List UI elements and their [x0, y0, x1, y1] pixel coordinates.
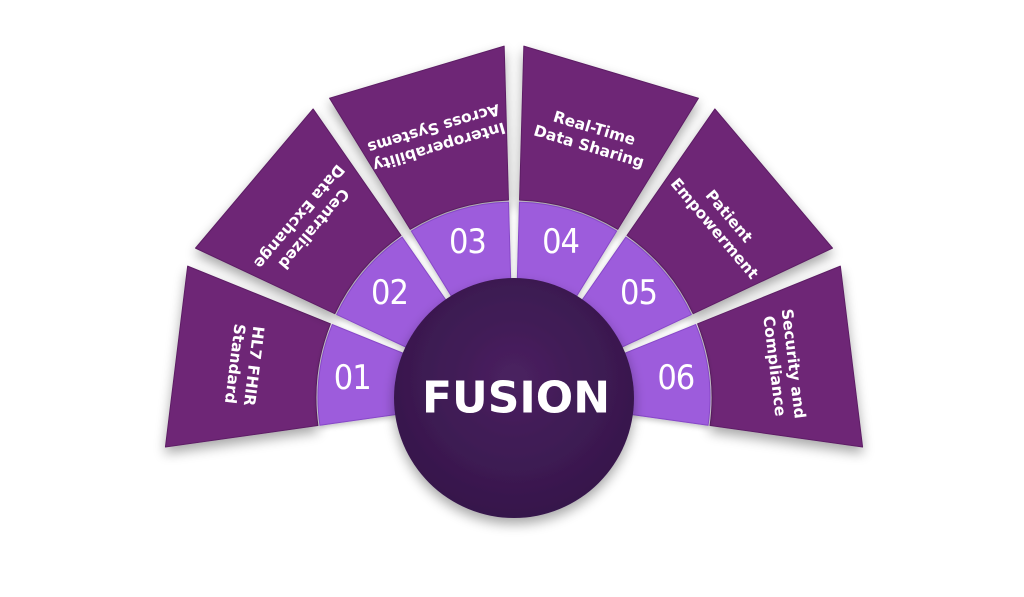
segment-panel-04 [519, 45, 699, 230]
segment-panel-05 [626, 108, 833, 315]
panel-shape-02 [195, 108, 402, 315]
segment-panel-06 [697, 265, 864, 448]
segment-number-02: 02 [371, 273, 408, 313]
panel-shape-06 [697, 265, 864, 448]
panel-shape-04 [519, 45, 699, 230]
center-label: FUSION [422, 373, 610, 424]
panel-shape-03 [329, 45, 509, 230]
segment-panel-01 [164, 265, 331, 448]
segment-number-03: 03 [449, 222, 486, 262]
center-hub: FUSION [394, 278, 634, 518]
panel-shape-01 [164, 265, 331, 448]
segment-panel-03 [329, 45, 509, 230]
segment-number-06: 06 [657, 358, 694, 398]
segment-panel-02 [195, 108, 402, 315]
number-ring: 01 02 03 04 05 06 [317, 201, 711, 426]
segment-number-04: 04 [542, 222, 579, 262]
outer-panels [164, 45, 864, 448]
segment-number-05: 05 [620, 273, 657, 313]
panel-shape-05 [626, 108, 833, 315]
segment-number-01: 01 [334, 358, 371, 398]
center-circle [394, 278, 634, 518]
